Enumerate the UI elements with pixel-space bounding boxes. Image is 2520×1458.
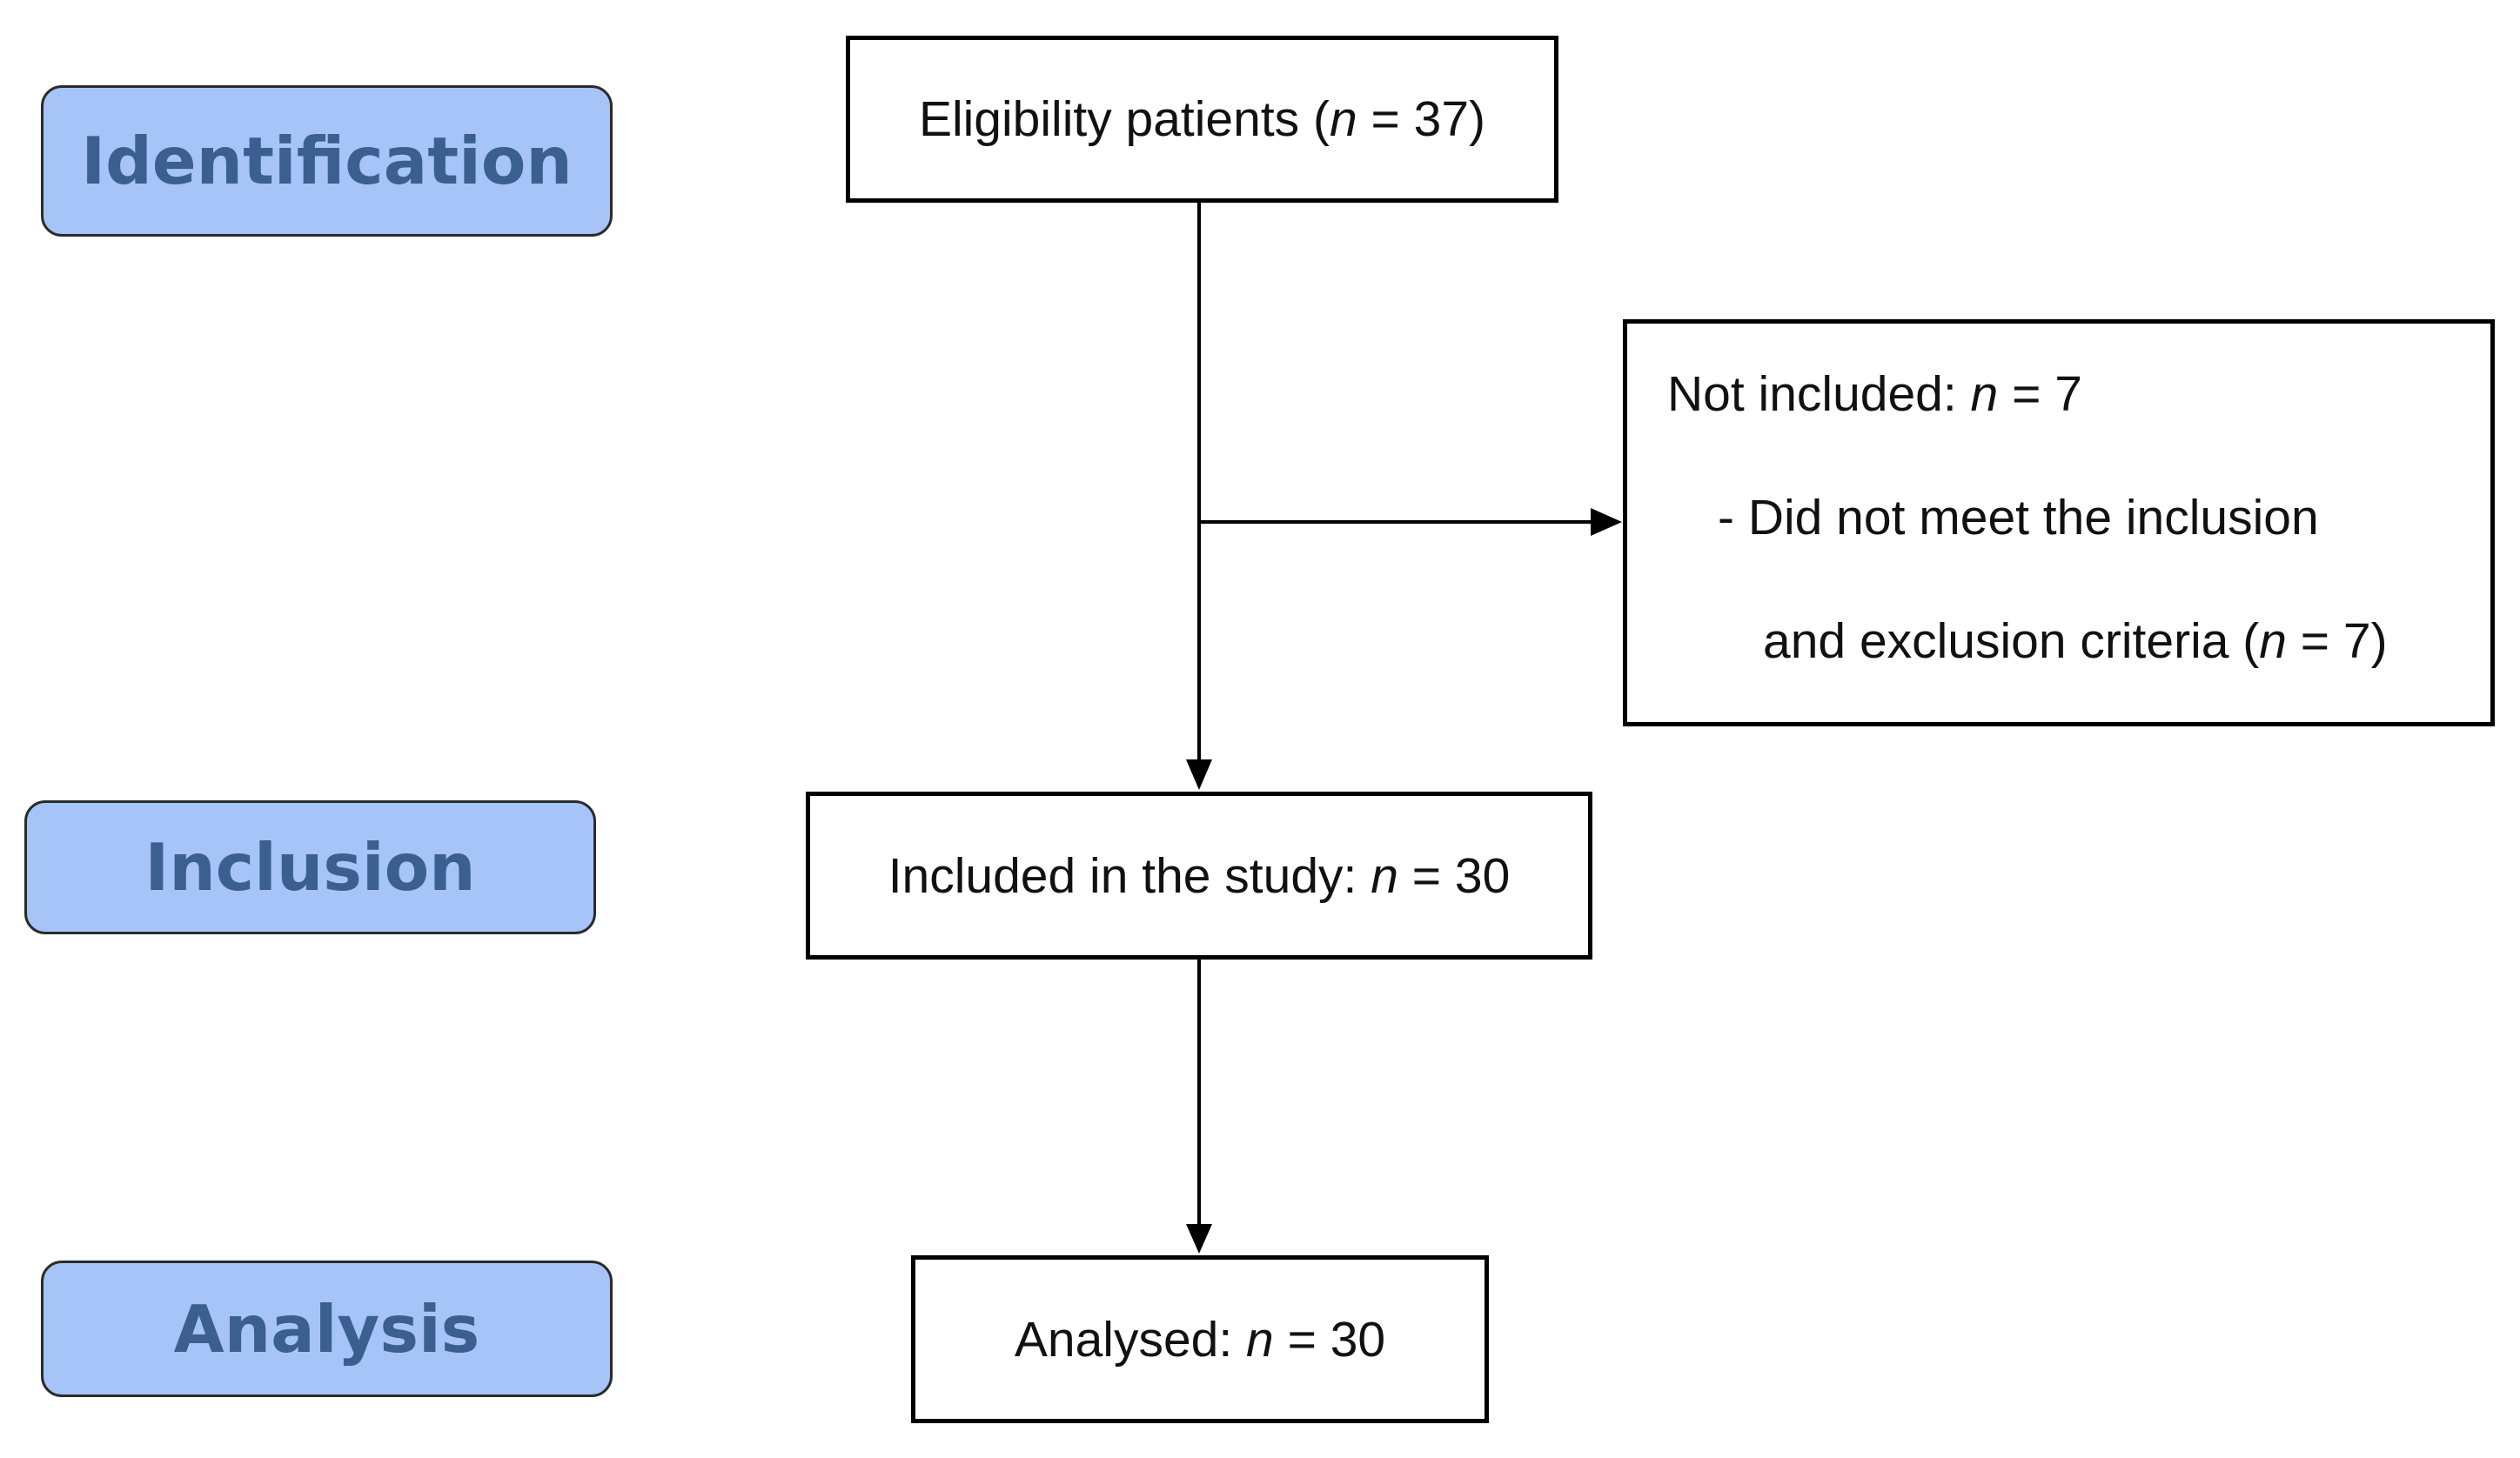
- included-n: n: [1371, 847, 1398, 904]
- eligibility-n: n: [1329, 91, 1357, 147]
- analysed-box: Analysed: n = 30: [911, 1255, 1489, 1423]
- arrowhead-to-analysed: [1186, 1224, 1212, 1254]
- not-included-reason: - Did not meet the inclusion: [1718, 490, 2319, 545]
- included-suffix: = 30: [1397, 847, 1511, 904]
- included-prefix: Included in the study:: [888, 847, 1371, 904]
- not-included-reason-cont-suffix: = 7): [2286, 613, 2388, 669]
- phase-label-identification: Identification: [41, 85, 613, 237]
- phase-label-inclusion: Inclusion: [24, 800, 596, 934]
- analysed-suffix: = 30: [1273, 1311, 1386, 1368]
- phase-label-analysis-text: Analysis: [173, 1290, 480, 1368]
- phase-label-inclusion-text: Inclusion: [144, 829, 476, 906]
- included-box: Included in the study: n = 30: [806, 792, 1592, 960]
- eligibility-text: Eligibility patients (n = 37): [919, 90, 1485, 148]
- eligibility-prefix: Eligibility patients (: [918, 91, 1330, 147]
- not-included-reason-cont: and exclusion criteria (n = 7): [1763, 612, 2388, 670]
- analysed-n: n: [1246, 1311, 1274, 1368]
- analysed-text: Analysed: n = 30: [1015, 1311, 1385, 1368]
- eligibility-suffix: = 37): [1357, 91, 1486, 147]
- not-included-heading-n: n: [1970, 366, 1999, 422]
- eligibility-box: Eligibility patients (n = 37): [846, 36, 1558, 203]
- not-included-heading-suffix: = 7: [1998, 366, 2082, 422]
- included-text: Included in the study: n = 30: [888, 847, 1511, 905]
- phase-label-identification-text: Identification: [81, 123, 573, 199]
- phase-label-analysis: Analysis: [41, 1261, 613, 1397]
- arrowhead-to-included: [1186, 759, 1212, 790]
- not-included-heading: Not included: n = 7: [1667, 365, 2082, 423]
- analysed-prefix: Analysed:: [1014, 1311, 1247, 1368]
- not-included-reason-cont-prefix: and exclusion criteria (: [1763, 613, 2260, 669]
- arrowhead-to-not-included: [1591, 508, 1622, 536]
- not-included-heading-prefix: Not included:: [1667, 366, 1971, 422]
- not-included-reason-cont-n: n: [2259, 613, 2287, 669]
- not-included-box: Not included: n = 7 - Did not meet the i…: [1623, 319, 2495, 726]
